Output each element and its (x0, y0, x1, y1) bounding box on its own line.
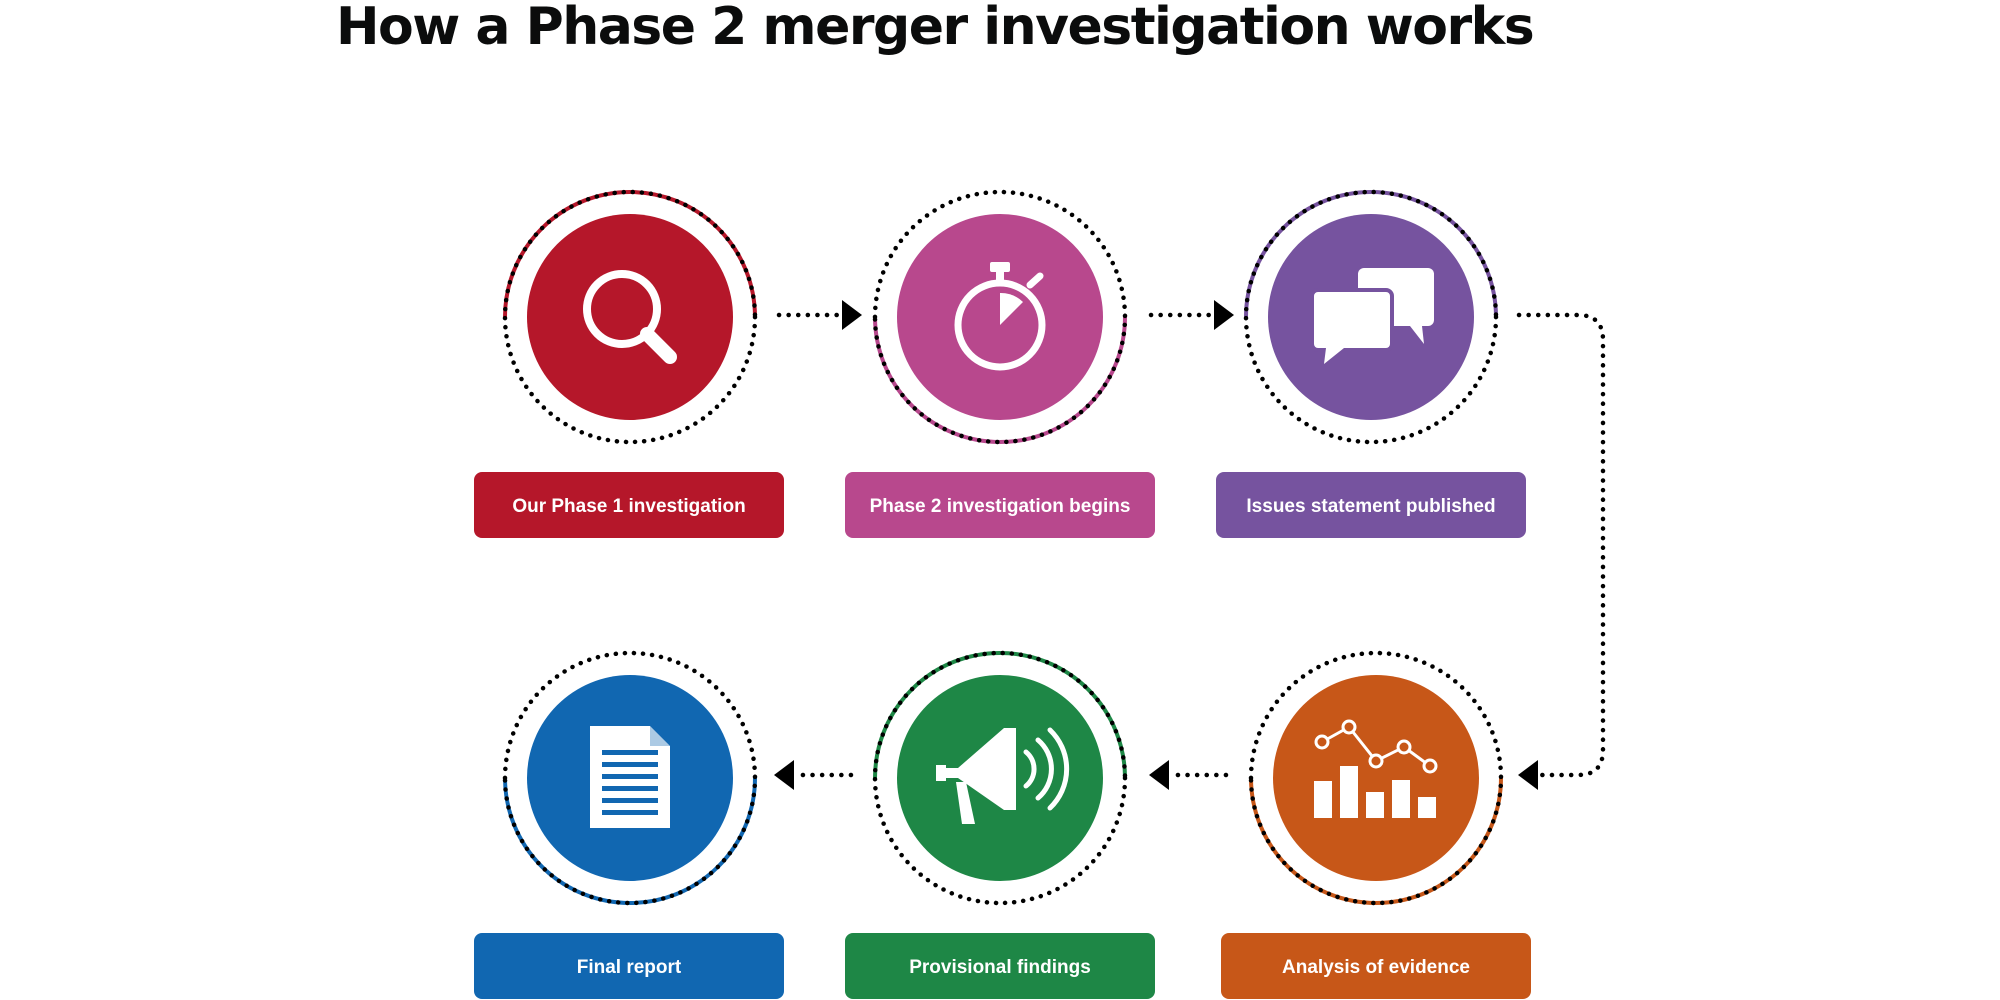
step-label-box (474, 933, 784, 999)
step-label: Phase 2 investigation begins (870, 496, 1131, 517)
step-label-box (1216, 472, 1526, 538)
step-circle (1273, 675, 1479, 881)
step-label: Analysis of evidence (1282, 957, 1470, 978)
arrow-left-icon (774, 760, 794, 790)
step-ring-dots (872, 189, 1128, 445)
step-label: Final report (577, 957, 682, 978)
megaphone-icon (936, 727, 1070, 824)
magnifying-glass-icon (583, 270, 677, 364)
arrow-left-icon (1518, 760, 1538, 790)
arrow-left-icon (1149, 760, 1169, 790)
step-ring-dots (502, 189, 758, 445)
speech-bubbles-icon (1310, 268, 1434, 364)
step-label-box (1221, 933, 1531, 999)
page-title: How a Phase 2 merger investigation works (336, 0, 1535, 57)
step-phase-1-investigation: Our Phase 1 investigation (474, 189, 784, 538)
step-issues-statement: Issues statement published (1216, 189, 1526, 538)
step-final-report: Final report (474, 650, 784, 999)
step-label-box (845, 472, 1155, 538)
connector-3-4 (1516, 312, 1606, 778)
step-circle (527, 214, 733, 420)
step-ring-dots (1243, 189, 1499, 445)
step-ring-dots (502, 650, 758, 906)
step-phase-2-begins: Phase 2 investigation begins (845, 189, 1155, 538)
step-label: Issues statement published (1246, 496, 1495, 517)
step-label: Provisional findings (909, 957, 1091, 978)
step-label-box (474, 472, 784, 538)
document-icon (590, 726, 670, 828)
arrow-right-icon (1214, 300, 1234, 330)
stopwatch-icon (954, 262, 1046, 371)
step-label: Our Phase 1 investigation (512, 496, 745, 517)
step-provisional-findings: Provisional findings (845, 650, 1155, 999)
step-ring-dots (1248, 650, 1504, 906)
step-ring-dots (872, 650, 1128, 906)
step-analysis-of-evidence: Analysis of evidence (1221, 650, 1531, 999)
step-label-box (845, 933, 1155, 999)
arrow-right-icon (842, 300, 862, 330)
bar-chart-icon (1314, 719, 1438, 818)
